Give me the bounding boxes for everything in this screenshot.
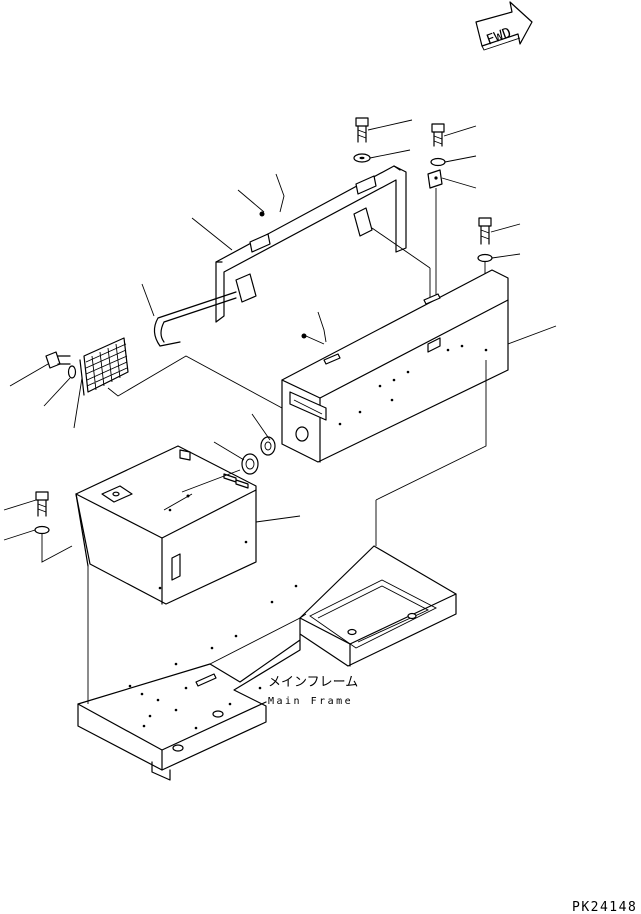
bolt-right [478,217,521,245]
long-box [281,269,557,463]
bolt-top-right [431,123,477,147]
duct-line [107,355,283,409]
bolt-side [9,351,77,407]
main-frame-label-en: Main Frame [268,696,353,707]
main-frame-label-jp: メインフレーム [268,675,358,690]
filter-screen [73,337,129,429]
cabinet-box [75,445,301,605]
bolt-top-left [355,117,413,143]
main-frame: メインフレーム Main Frame [77,360,487,781]
fwd-arrow-icon: FWD [475,1,533,51]
bracket-frame [191,165,431,323]
bolt-cabinet [3,491,73,563]
pipe [141,283,237,347]
washer-top-left [353,149,411,163]
drawing-code: PK24148 [572,900,637,914]
washer-top-right [430,155,477,167]
clip-top-right [427,169,477,300]
filler-cap [213,413,276,475]
